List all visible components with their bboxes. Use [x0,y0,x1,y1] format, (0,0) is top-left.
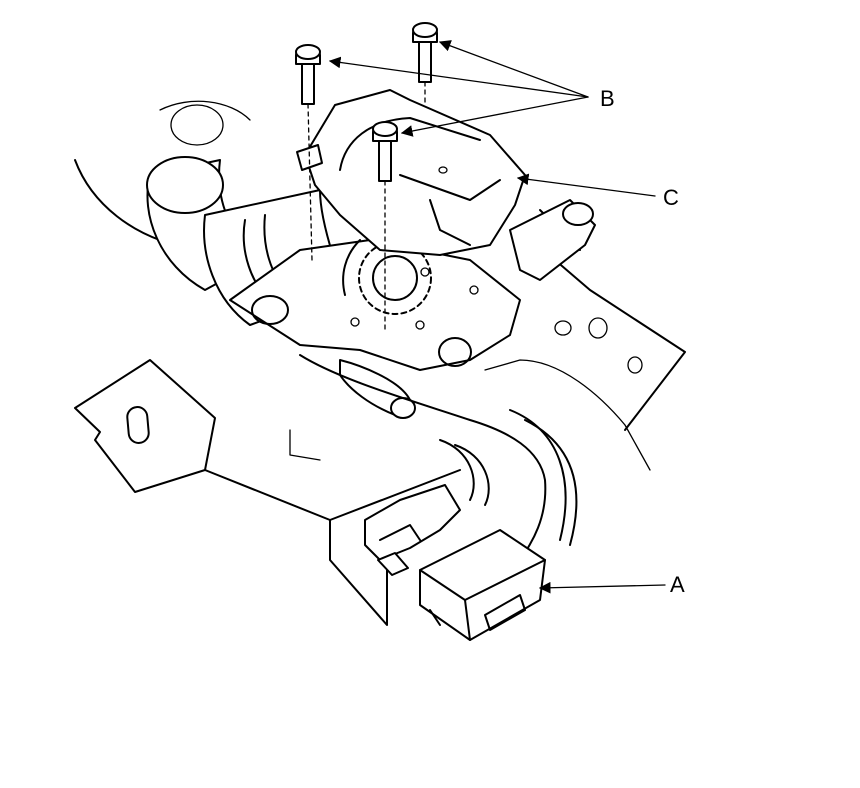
screw-center [372,121,398,331]
connector-secondary [364,484,461,576]
drive-gear [342,239,432,315]
screw-left [295,44,321,261]
callout-c: C [663,185,679,210]
wiper-motor [146,156,346,326]
callout-labels: B C A [600,86,685,597]
callout-b: B [600,86,615,111]
leader-lines [328,40,666,594]
motor-cover [296,89,526,256]
leader-a [538,581,666,594]
leader-b-2 [438,40,589,98]
callout-a: A [670,572,685,597]
screw-top [412,22,438,106]
wiring-harness [299,354,578,561]
connector-a [419,529,546,641]
leader-c [516,173,656,197]
leader-b-3 [400,96,589,137]
leader-b-1 [328,56,589,98]
